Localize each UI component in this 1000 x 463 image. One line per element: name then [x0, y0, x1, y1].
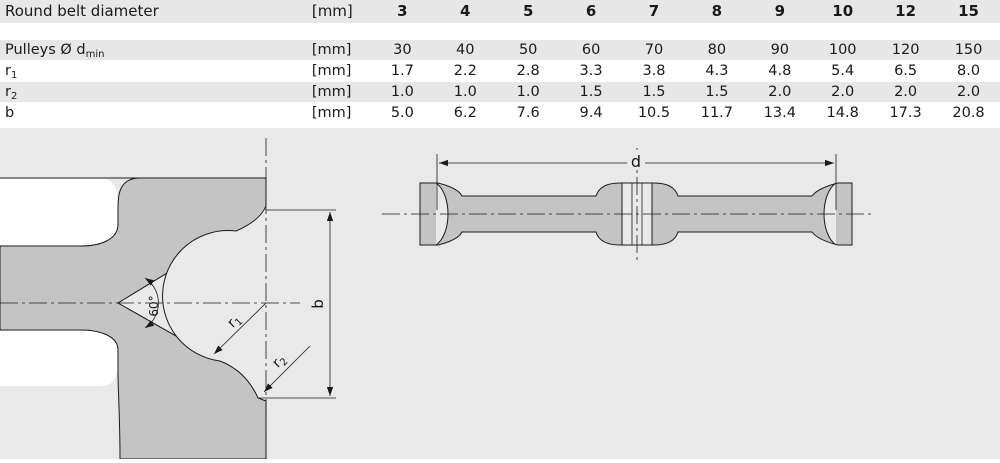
row-label-text: r [5, 63, 11, 79]
table-cell: 90 [748, 40, 812, 61]
table-cell: 5.4 [811, 60, 875, 82]
d-dimension-label: d [631, 152, 641, 171]
header-cell: 9 [748, 0, 812, 23]
specification-table: Round belt diameter [mm] 3 4 5 6 7 8 9 1… [0, 0, 1000, 123]
header-cell: 5 [496, 0, 560, 23]
row-label-text: Pulleys Ø d [5, 42, 86, 58]
table-cell: 2.0 [874, 81, 938, 103]
table-cell: 6.5 [874, 60, 938, 82]
row-label: r1 [0, 60, 306, 82]
table-cell: 70 [622, 40, 686, 61]
row-label-subscript: min [85, 49, 105, 60]
table-cell: 5.0 [370, 102, 434, 123]
table-cell: 3.8 [622, 60, 686, 82]
r1-leader [213, 302, 267, 355]
table-cell: 14.8 [811, 102, 875, 123]
table-cell: 13.4 [748, 102, 812, 123]
table-cell: 7.6 [496, 102, 560, 123]
row-label-subscript: 2 [10, 91, 18, 102]
row-label-subscript: 1 [10, 70, 18, 81]
row-unit: [mm] [305, 102, 371, 123]
table-cell: 2.2 [433, 60, 497, 82]
header-cell: 12 [874, 0, 938, 23]
r2-leader [263, 345, 311, 393]
header-row: Round belt diameter [mm] 3 4 5 6 7 8 9 1… [0, 0, 1000, 23]
table-cell: 2.0 [748, 81, 812, 103]
diagram-panel: b 60° r1 r2 d [0, 128, 1000, 460]
row-label: r2 [0, 81, 306, 103]
table-cell: 4.3 [685, 60, 749, 82]
table-cell: 10.5 [622, 102, 686, 123]
header-cell: 3 [370, 0, 434, 23]
table-cell: 30 [370, 40, 434, 61]
table-cell: 2.0 [937, 81, 1000, 103]
table-cell: 6.2 [433, 102, 497, 123]
header-cell: 7 [622, 0, 686, 23]
header-cell: 6 [559, 0, 623, 23]
pulley-rim-profile [0, 128, 118, 246]
row-unit: [mm] [305, 81, 371, 103]
row-unit: [mm] [305, 40, 371, 61]
table-cell: 3.3 [559, 60, 623, 82]
table-cell: 11.7 [685, 102, 749, 123]
table-cell: 60 [559, 40, 623, 61]
table-cell: 2.0 [811, 81, 875, 103]
header-cell: 10 [811, 0, 875, 23]
header-label: Round belt diameter [0, 0, 306, 23]
b-dimension-label: b [309, 299, 327, 309]
table-cell: 2.8 [496, 60, 560, 82]
table-cell: 1.5 [559, 81, 623, 103]
header-cell: 4 [433, 0, 497, 23]
table-cell: 1.0 [433, 81, 497, 103]
pulley-rim-profile [0, 330, 118, 459]
table-cell: 1.0 [370, 81, 434, 103]
angle-label: 60° [147, 295, 161, 316]
table-cell: 100 [811, 40, 875, 61]
belt-seat-arc [162, 230, 237, 362]
table-cell: 17.3 [874, 102, 938, 123]
r1-label: r1 [224, 311, 245, 332]
table-cell: 1.0 [496, 81, 560, 103]
d-label-bg [627, 150, 645, 170]
spacer-row [0, 23, 1000, 40]
angle-arc [144, 277, 159, 329]
groove-section-detail: b 60° r1 r2 [0, 128, 336, 460]
table-body: Round belt diameter [mm] 3 4 5 6 7 8 9 1… [0, 0, 1000, 123]
header-unit: [mm] [305, 0, 371, 23]
row-label: Pulleys Ø dmin [0, 40, 306, 61]
table-cell: 1.5 [622, 81, 686, 103]
table-cell: 150 [937, 40, 1000, 61]
table-cell: 8.0 [937, 60, 1000, 82]
row-label-text: r [5, 84, 11, 100]
r2-label: r2 [269, 351, 290, 372]
header-cell: 8 [685, 0, 749, 23]
header-cell: 15 [937, 0, 1000, 23]
table-cell: 50 [496, 40, 560, 61]
pulley-section: d [382, 148, 872, 263]
table-cell: 80 [685, 40, 749, 61]
row-unit: [mm] [305, 60, 371, 82]
table-cell: 40 [433, 40, 497, 61]
table-cell: 1.5 [685, 81, 749, 103]
table-cell: 20.8 [937, 102, 1000, 123]
drawing: b 60° r1 r2 d [0, 128, 872, 460]
table-cell: 9.4 [559, 102, 623, 123]
table-cell: 120 [874, 40, 938, 61]
row-label: b [0, 102, 306, 123]
row-label-text: b [5, 105, 15, 121]
table-cell: 1.7 [370, 60, 434, 82]
table-cell: 4.8 [748, 60, 812, 82]
